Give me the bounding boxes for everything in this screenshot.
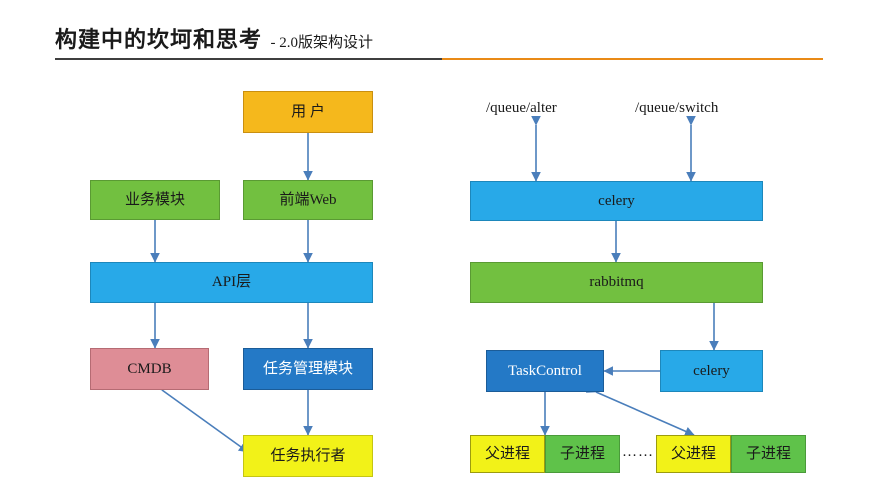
box-biz-module-label: 业务模块: [124, 191, 185, 208]
box-parent-process-2[interactable]: 父进程: [656, 435, 731, 473]
box-child-process-1-label: 子进程: [559, 445, 605, 462]
box-user-label: 用 户: [291, 103, 325, 120]
box-task-executor-label: 任务执行者: [270, 447, 346, 464]
box-child-process-2-label: 子进程: [745, 445, 791, 462]
box-api-layer-label: API层: [211, 274, 252, 291]
box-frontend-web[interactable]: 前端Web: [243, 180, 373, 220]
box-child-process-2[interactable]: 子进程: [731, 435, 806, 473]
process-ellipsis: ……: [622, 444, 654, 460]
box-user[interactable]: 用 户: [243, 91, 373, 133]
box-rabbitmq[interactable]: rabbitmq: [470, 262, 763, 303]
box-frontend-web-label: 前端Web: [279, 191, 337, 208]
label-queue-alter: /queue/alter: [486, 100, 557, 116]
box-cmdb-label: CMDB: [127, 360, 172, 377]
box-parent-process-2-label: 父进程: [670, 445, 716, 462]
box-rabbitmq-label: rabbitmq: [589, 274, 644, 291]
box-celery-right[interactable]: celery: [660, 350, 763, 392]
box-celery-right-label: celery: [693, 362, 730, 379]
title-rule-orange: [442, 58, 823, 60]
box-parent-process-1[interactable]: 父进程: [470, 435, 545, 473]
box-child-process-1[interactable]: 子进程: [545, 435, 620, 473]
title-subtitle: 2.0版架构设计: [279, 35, 373, 51]
box-task-management-label: 任务管理模块: [262, 360, 353, 377]
page-title: 构建中的坎坷和思考 - 2.0版架构设计: [55, 22, 373, 54]
box-taskcontrol[interactable]: TaskControl: [486, 350, 604, 392]
box-biz-module[interactable]: 业务模块: [90, 180, 220, 220]
label-queue-switch: /queue/switch: [635, 100, 719, 116]
box-task-management[interactable]: 任务管理模块: [243, 348, 373, 390]
box-taskcontrol-label: TaskControl: [508, 362, 582, 379]
box-parent-process-1-label: 父进程: [484, 445, 530, 462]
title-sub-text: - 2.0版架构设计: [270, 35, 373, 51]
box-task-executor[interactable]: 任务执行者: [243, 435, 373, 477]
title-rule-dark: [55, 58, 442, 60]
title-separator: -: [270, 35, 276, 51]
box-api-layer[interactable]: API层: [90, 262, 373, 303]
title-main-text: 构建中的坎坷和思考: [55, 27, 263, 52]
box-celery-top[interactable]: celery: [470, 181, 763, 221]
box-celery-top-label: celery: [598, 192, 635, 209]
box-cmdb[interactable]: CMDB: [90, 348, 209, 390]
